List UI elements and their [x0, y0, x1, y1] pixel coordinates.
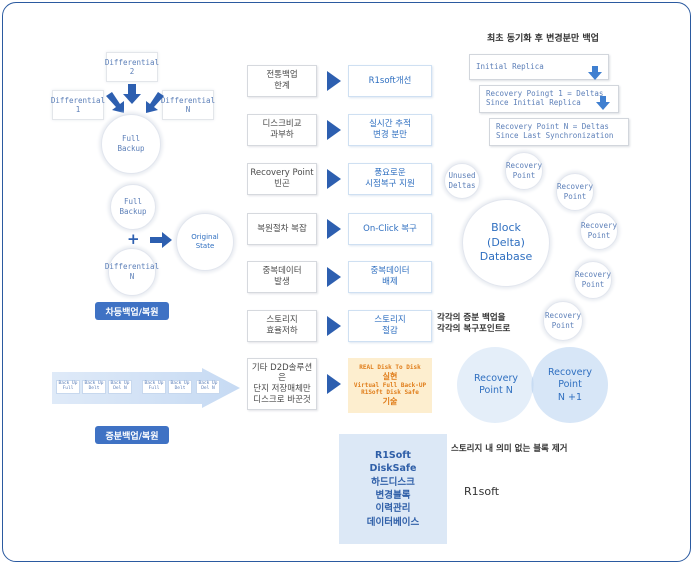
problem-box: 중복데이터 발생	[247, 261, 317, 293]
solution-line: 실현	[382, 371, 398, 381]
incremental-backup-box: Back Up Full	[56, 380, 80, 394]
incremental-backup-box: Back Up Del N	[196, 380, 220, 394]
incremental-backup-label: 증분백업/복원	[95, 426, 169, 444]
block-delta-database-circle: Block (Delta) Database	[462, 199, 550, 287]
differential-n-circle: Differential N	[105, 248, 159, 296]
arrow-right-icon	[327, 219, 341, 239]
differential-n-box: Differential N	[161, 90, 215, 120]
r1soft-brand: R1soft	[464, 485, 500, 498]
disksafe-line: 하드디스크	[371, 476, 415, 488]
recovery-point-circle: Recovery Point	[580, 212, 618, 250]
recovery-point-circle: Recovery Point	[505, 152, 543, 190]
solution-box: R1soft개선	[348, 65, 432, 97]
differential-2-box: Differential 2	[105, 52, 159, 82]
problem-box: Recovery Point 빈곤	[247, 163, 317, 195]
problem-box: 디스크비교 과부하	[247, 114, 317, 146]
arrow-right-icon	[327, 120, 341, 140]
solution-line: R1Soft Disk Safe	[361, 389, 419, 397]
initial-replica-box: Initial Replica	[469, 54, 609, 80]
differential-1-box: Differential 1	[51, 90, 105, 120]
solution-box: 실시간 추적 변경 분만	[348, 114, 432, 146]
plus-sign: +	[127, 230, 140, 248]
incremental-backup-box: Back Up Full	[142, 380, 166, 394]
solution-box: 중복데이터 배제	[348, 261, 432, 293]
differential-backup-label: 차등백업/복원	[95, 302, 169, 320]
problem-box: 기타 D2D솔루션은 단지 저장매체만 디스크로 바꾼것	[247, 358, 317, 410]
arrow-right-icon	[327, 169, 341, 189]
disksafe-line: DiskSafe	[369, 463, 417, 475]
original-state-circle: Original State	[176, 213, 234, 271]
disksafe-line: 이력관리	[375, 503, 411, 515]
venn-left-label: Recovery Point N	[473, 373, 519, 397]
recovery-point-1-box: Recovery Poingt 1 = Deltas Since Initial…	[479, 85, 619, 113]
disksafe-line: 데이터베이스	[366, 516, 420, 528]
full-backup-circle-2: Full Backup	[110, 184, 156, 230]
solution-box: 풍요로운 시점복구 지원	[348, 163, 432, 195]
recovery-point-n-box: Recovery Point N = Deltas Since Last Syn…	[489, 118, 629, 146]
replica-heading: 최초 동기화 후 변경분만 백업	[487, 34, 599, 44]
disksafe-line: 변경블록	[375, 490, 411, 501]
incremental-note: 각각의 증분 백업을 각각의 복구포인트로	[437, 313, 511, 335]
recovery-point-circle: Recovery Point	[574, 261, 612, 299]
arrow-right-icon	[327, 316, 341, 336]
incremental-backup-box: Back Up Del N	[108, 380, 132, 394]
solution-line: REAL Disk To Disk	[359, 364, 421, 372]
arrow-right-icon	[327, 374, 341, 394]
incremental-backup-box: Back Up Delt	[82, 380, 106, 394]
full-backup-circle: Full Backup	[101, 114, 161, 174]
venn-note: 스토리지 내 의미 없는 블록 제거	[451, 444, 568, 454]
arrow-right-icon	[327, 267, 341, 287]
arrow-right-icon	[327, 71, 341, 91]
problem-box: 전통백업 한계	[247, 65, 317, 97]
recovery-point-circle: Recovery Point	[543, 301, 583, 341]
solution-line: 기술	[382, 396, 398, 406]
recovery-point-circle: Recovery Point	[556, 173, 594, 211]
solution-box: 스토리지 절감	[348, 310, 432, 342]
disksafe-line: R1Soft	[375, 450, 411, 462]
venn-diagram	[457, 347, 608, 423]
incremental-backup-box: Back Up Delt	[168, 380, 192, 394]
venn-right-label: Recovery Point N +1	[547, 367, 593, 403]
solution-line: Virtual Full Back-UP	[353, 381, 427, 389]
problem-box: 스토리지 효율저하	[247, 310, 317, 342]
solution-box: On-Click 복구	[348, 213, 432, 245]
unused-deltas-circle: Unused Deltas	[444, 163, 480, 199]
problem-box: 복원절차 복잡	[247, 213, 317, 245]
